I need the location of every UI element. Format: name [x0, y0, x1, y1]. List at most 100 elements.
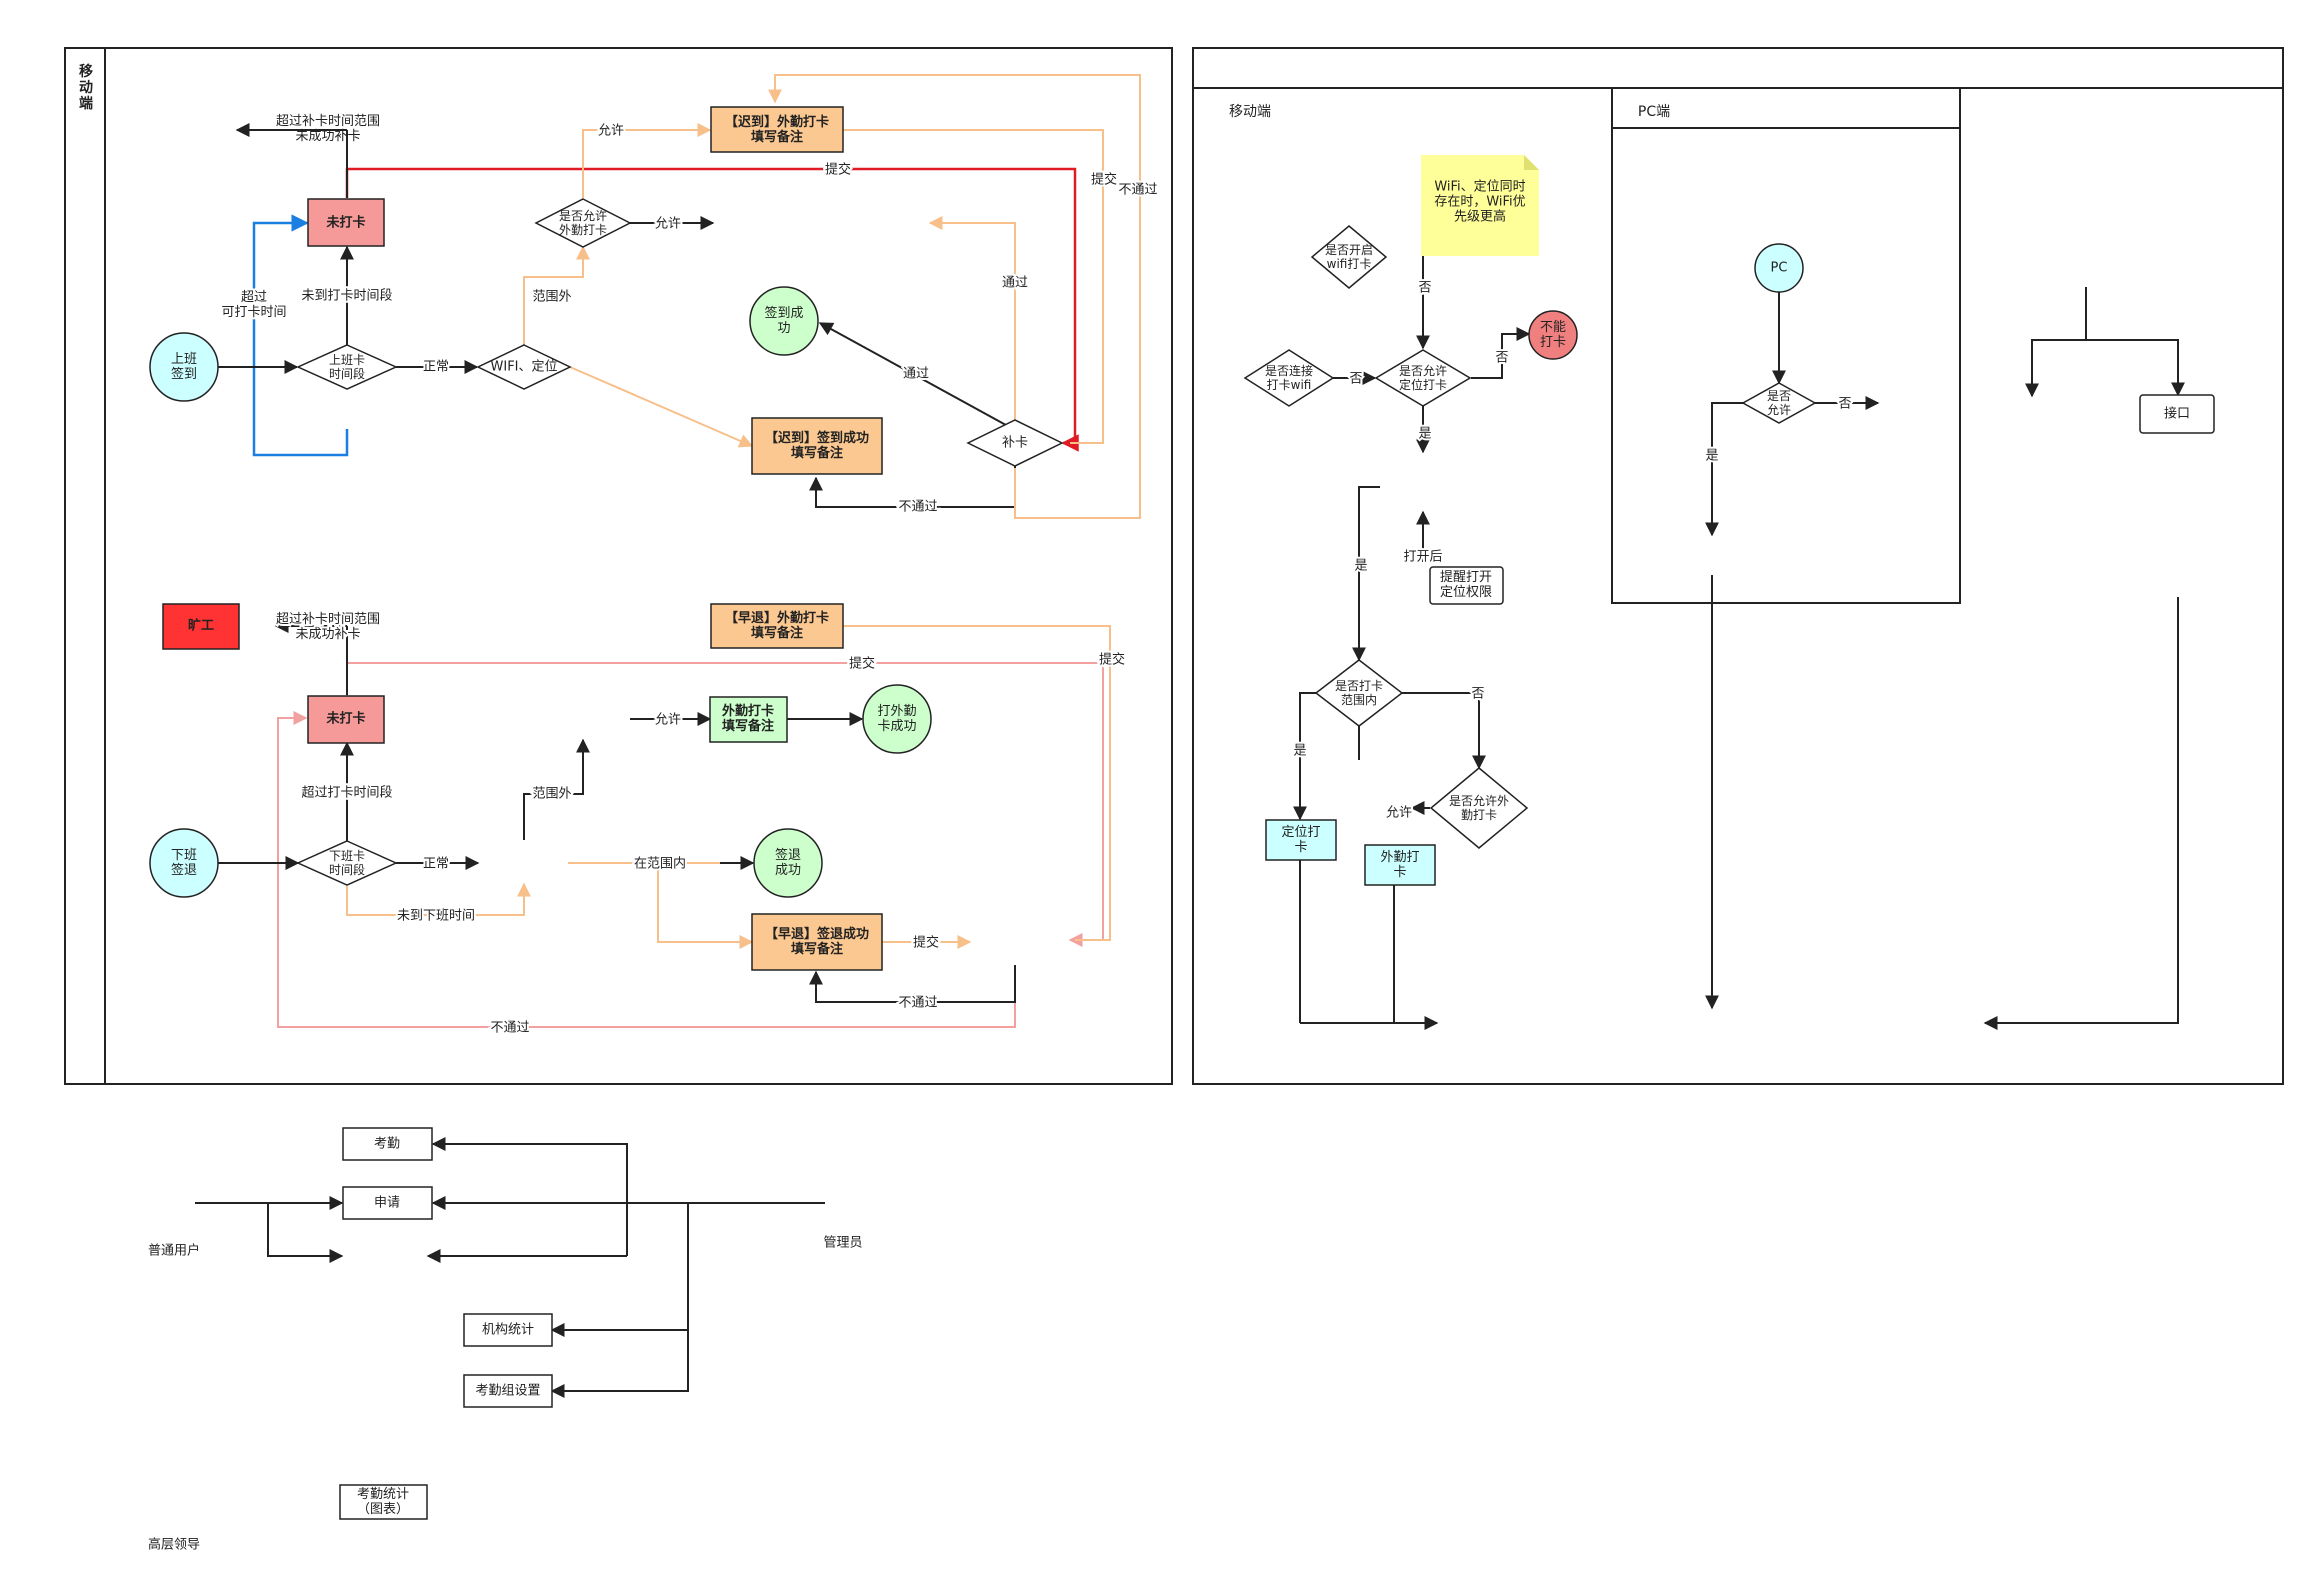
pc-title: PC端 [1638, 104, 1670, 120]
text-label: 打开后 [1403, 550, 1442, 565]
text-label: 是 [1705, 449, 1718, 464]
text-label: 签到成功 [764, 305, 803, 336]
org-stats-box: 机构统计 [463, 1313, 553, 1347]
lane-title: 移动端 [79, 63, 93, 112]
text-label: 是否允许外勤打卡 [559, 208, 607, 237]
in-range-decision: 是否打卡范围内 [1314, 659, 1404, 727]
text-label: 否 [1838, 397, 1851, 412]
text-label: 是否允许外勤打卡 [1449, 793, 1509, 822]
text-label: 考勤统计（图表） [357, 1487, 409, 1517]
text-label: 未到下班时间 [397, 909, 475, 924]
text-label: 考勤组设置 [475, 1384, 540, 1399]
checkin-wifi-decision: WIFI、定位 [476, 344, 572, 390]
text-label: 正常 [423, 857, 449, 872]
text-label: 是 [1418, 427, 1431, 442]
text-label: 提醒打开定位权限 [1440, 569, 1492, 600]
field-note-box: 外勤打卡填写备注 [709, 696, 788, 743]
text-label: 【迟到】外勤打卡填写备注 [725, 114, 829, 145]
text-label: 外勤打卡填写备注 [721, 703, 774, 734]
checkout-missed-box: 未打卡 [307, 695, 385, 744]
text-label: 范围外 [532, 290, 571, 305]
roles-diagram: 考勤 申请 机构统计 考勤组设置 考勤统计（图表） 普通用户 管理员 高层领导 [148, 1127, 863, 1553]
text-label: 不通过 [898, 996, 937, 1011]
text-label: 不通过 [898, 500, 937, 515]
text-label: PC [1771, 261, 1788, 276]
text-label: 下班签退 [171, 848, 197, 878]
text-label: 超过可打卡时间 [221, 290, 286, 320]
text-label: 超过补卡时间范围未成功补卡 [276, 114, 380, 144]
checkout-flow: 下班签退 下班卡时间段 未打卡 旷工 【早退】外勤打卡填写备注 外勤打卡填写备注… [149, 603, 1127, 1038]
text-label: 否 [1418, 281, 1431, 296]
text-label: 不通过 [490, 1021, 529, 1036]
text-label: 【早退】签退成功填写备注 [765, 926, 869, 957]
text-label: 外勤打卡 [1380, 850, 1419, 880]
text-label: 下班卡时间段 [329, 849, 365, 877]
text-label: 申请 [374, 1196, 400, 1211]
allow-field-decision: 是否允许外勤打卡 [1429, 767, 1529, 849]
text-label: 是否连接打卡wifi [1265, 363, 1313, 392]
field-success-node: 打外勤卡成功 [862, 684, 932, 754]
text-label: 是否打卡范围内 [1335, 679, 1383, 707]
text-label: 通过 [1002, 276, 1028, 291]
text-label: 是 [1354, 559, 1367, 574]
text-label: 正常 [423, 360, 449, 375]
apply-box: 申请 [342, 1186, 433, 1220]
text-label: 提交 [825, 162, 851, 178]
cannot-punch-node: 不能打卡 [1528, 310, 1578, 360]
field-punch-box: 外勤打卡 [1364, 844, 1436, 886]
text-label: 未到打卡时间段 [301, 289, 392, 304]
text-label: 否 [1471, 687, 1484, 702]
text-label: 超过打卡时间段 [301, 786, 392, 801]
text-label: 允许 [1386, 805, 1412, 821]
checkin-allow-field-decision: 是否允许外勤打卡 [534, 198, 632, 248]
text-label: 范围外 [532, 787, 571, 802]
normal-user-label: 普通用户 [148, 1243, 200, 1259]
text-label: 允许 [655, 712, 681, 728]
checkout-start-node: 下班签退 [149, 828, 219, 898]
late-field-box: 【迟到】外勤打卡填写备注 [710, 106, 844, 153]
early-field-box: 【早退】外勤打卡填写备注 [710, 603, 844, 649]
note-box: WiFi、定位同时存在时，WiFi优先级更高 [1421, 155, 1539, 256]
text-label: 是 [1293, 744, 1306, 759]
text-label: 提交 [1099, 652, 1125, 668]
text-label: 旷工 [188, 618, 214, 634]
checkin-flow: 上班签到 上班卡时间段 未打卡 WIFI、定位 是否允许外勤打卡 【迟到】外勤打… [149, 74, 1160, 519]
text-label: 上班签到 [171, 352, 197, 382]
checkout-time-decision: 下班卡时间段 [296, 840, 398, 886]
text-label: 不通过 [1118, 183, 1157, 198]
text-label: 打外勤卡成功 [877, 704, 916, 734]
text-label: 通过 [903, 367, 929, 382]
text-label: 允许 [598, 123, 624, 139]
mobile-title: 移动端 [1229, 104, 1271, 120]
checkin-time-decision: 上班卡时间段 [296, 344, 398, 390]
checkin-missed-box: 未打卡 [307, 198, 385, 247]
text-label: 提交 [849, 656, 875, 672]
checkin-success-node: 签到成功 [749, 286, 819, 356]
text-label: 【迟到】签到成功填写备注 [765, 430, 869, 461]
text-label: 提交 [913, 935, 939, 951]
text-label: WIFI、定位 [491, 360, 558, 375]
allow-loc-decision: 是否允许定位打卡 [1374, 349, 1472, 407]
text-label: 定位打卡 [1281, 825, 1320, 855]
text-label: 上班卡时间段 [329, 353, 365, 381]
early-success-box: 【早退】签退成功填写备注 [751, 913, 883, 971]
text-label: WiFi、定位同时存在时，WiFi优先级更高 [1434, 180, 1525, 225]
text-label: 否 [1349, 372, 1362, 387]
text-label: 在范围内 [634, 856, 686, 872]
leader-label: 高层领导 [148, 1537, 200, 1553]
text-label: 不能打卡 [1540, 320, 1566, 350]
group-settings-box: 考勤组设置 [463, 1374, 553, 1408]
absent-box: 旷工 [162, 603, 240, 650]
text-label: 补卡 [1002, 436, 1028, 451]
text-label: 考勤 [374, 1137, 400, 1152]
late-success-box: 【迟到】签到成功填写备注 [751, 417, 883, 475]
text-label: 未打卡 [325, 215, 365, 231]
right-pc-flow: PC 是否允许 否 是 接口 [1703, 243, 2215, 1030]
attendance-box: 考勤 [342, 1127, 433, 1161]
text-label: 超过补卡时间范围未成功补卡 [276, 612, 380, 642]
text-label: 是否允许 [1767, 389, 1791, 417]
